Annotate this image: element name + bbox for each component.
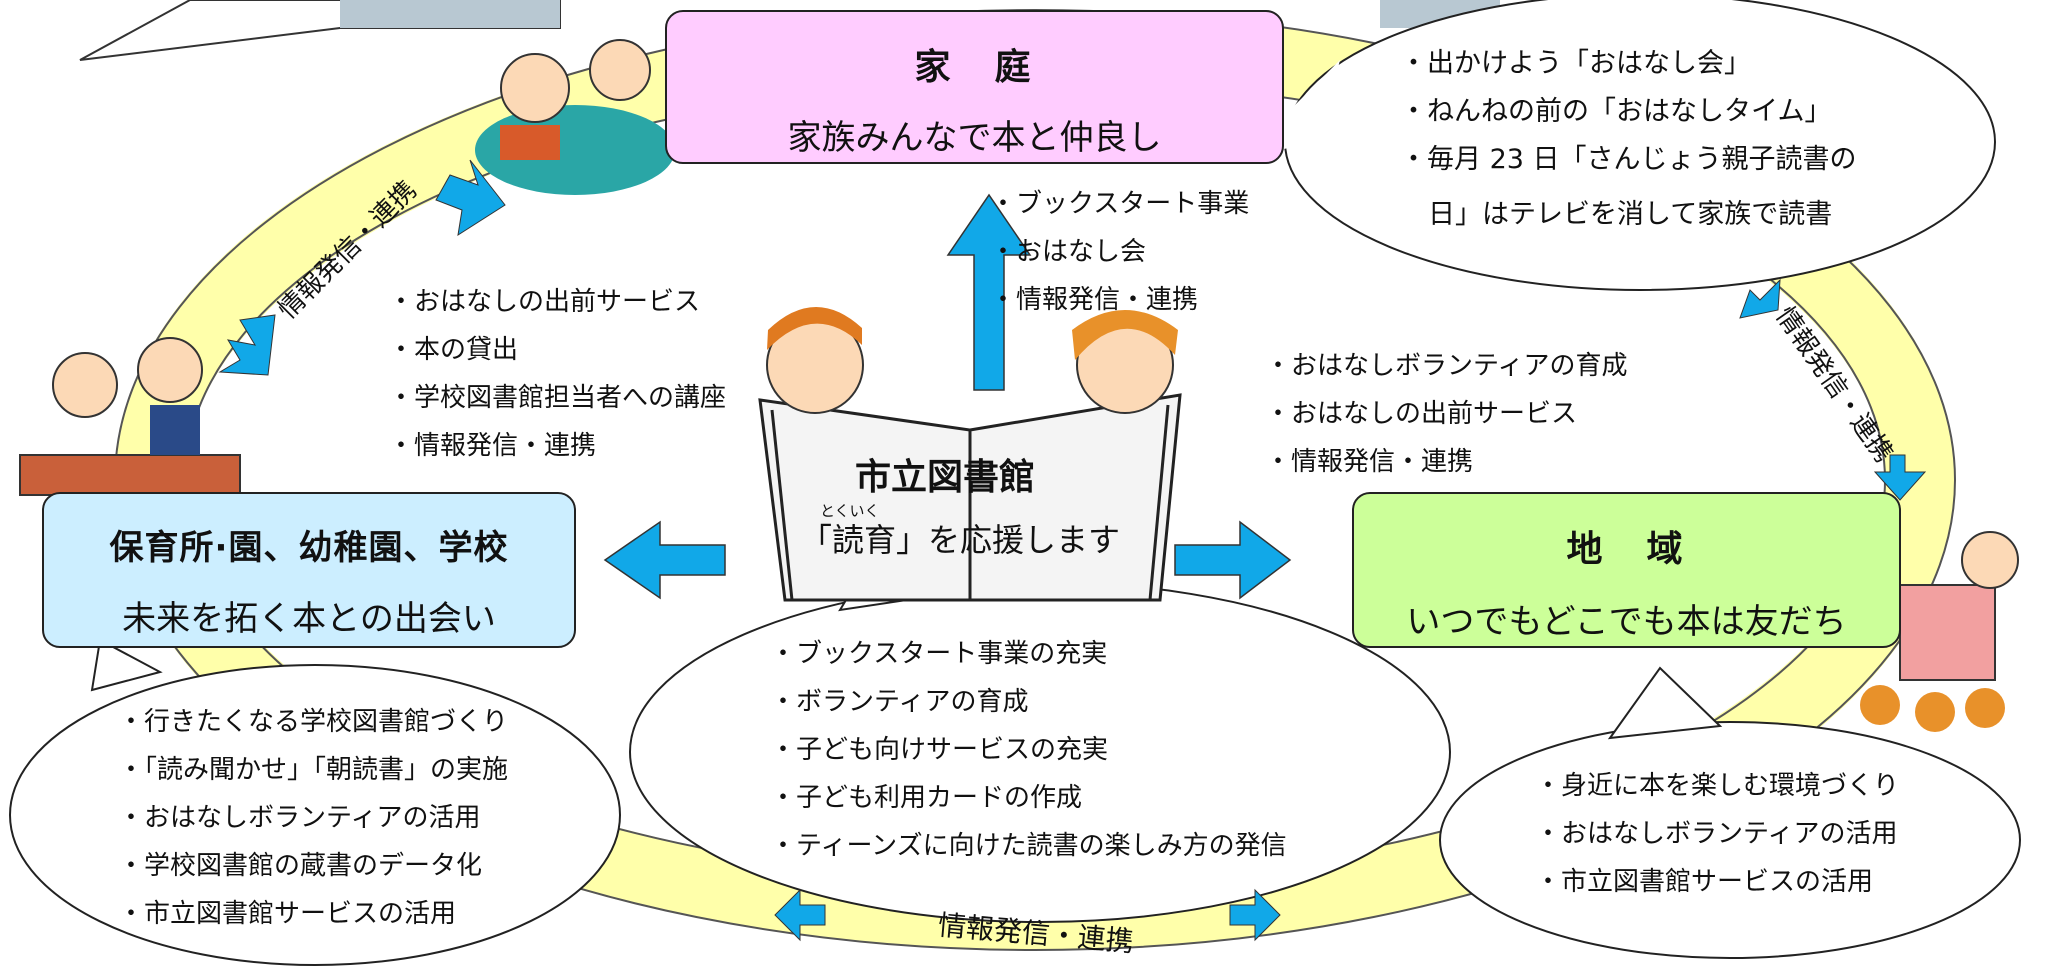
ring-arrow-2 — [218, 314, 276, 376]
list-item: 身近に本を楽しむ環境づくり — [1535, 762, 1899, 810]
arrow-left-to-school — [603, 520, 726, 600]
list-item: おはなし会 — [990, 228, 1249, 276]
community-bubble-list: 身近に本を楽しむ環境づくり おはなしボランティアの活用 市立図書館サービスの活用 — [1535, 762, 1899, 906]
list-item: 情報発信・連携 — [1265, 438, 1627, 486]
list-item: 行きたくなる学校図書館づくり — [118, 698, 508, 746]
community-subtitle: いつでもどこでも本は友だち — [1406, 602, 1847, 642]
family-illustration — [475, 39, 675, 195]
ring-arrow-5 — [774, 888, 826, 942]
list-item: おはなしの出前サービス — [388, 278, 726, 326]
school-title: 保育所·園、幼稚園、学校 — [109, 528, 509, 568]
list-item: ねんねの前の「おはなしタイム」 — [1400, 88, 1857, 136]
list-item: 本の貸出 — [388, 326, 726, 374]
arrow-right-to-community — [1174, 520, 1292, 600]
ring-arrow-3 — [1739, 278, 1781, 319]
classroom-illustration — [19, 337, 241, 496]
ring-arrow-6 — [1229, 888, 1281, 942]
list-item: ブックスタート事業の充実 — [770, 630, 1287, 678]
library-to-home-list: ブックスタート事業 おはなし会 情報発信・連携 — [990, 180, 1249, 324]
list-item: 市立図書館サービスの活用 — [118, 890, 508, 938]
list-item: ブックスタート事業 — [990, 180, 1249, 228]
list-item: 市立図書館サービスの活用 — [1535, 858, 1899, 906]
home-subtitle: 家族みんなで本と仲良し — [787, 118, 1162, 158]
list-item: 出かけよう「おはなし会」 — [1400, 40, 1857, 88]
list-item: 学校図書館の蔵書のデータ化 — [118, 842, 508, 890]
list-item: おはなしボランティアの活用 — [118, 794, 508, 842]
school-bubble-list: 行きたくなる学校図書館づくり 「読み聞かせ」「朝読書」の実施 おはなしボランティ… — [118, 698, 508, 938]
list-item: おはなしの出前サービス — [1265, 390, 1627, 438]
community-title: 地 域 — [1566, 529, 1687, 570]
list-item: 学校図書館担当者への講座 — [388, 374, 726, 422]
ring-arrow-1 — [435, 159, 506, 237]
list-item: ティーンズに向けた読書の楽しみ方の発信 — [770, 822, 1287, 870]
storyteller-illustration — [1860, 531, 2019, 732]
library-ruby: とくいく — [820, 502, 880, 520]
library-name: 市立図書館 — [855, 457, 1036, 498]
list-item: ボランティアの育成 — [770, 678, 1287, 726]
list-item: 情報発信・連携 — [388, 422, 726, 470]
community-box: 地 域 いつでもどこでも本は友だち — [1352, 492, 1901, 648]
ring-arrow-4 — [1873, 454, 1927, 501]
library-slogan: 「読育」を応援します — [800, 521, 1121, 559]
list-item: 子ども向けサービスの充実 — [770, 726, 1287, 774]
list-item: 情報発信・連携 — [990, 276, 1249, 324]
school-box: 保育所·園、幼稚園、学校 未来を拓く本との出会い — [42, 492, 576, 648]
home-bubble-continuation: 日」はテレビを消して家族で読書 — [1428, 199, 1833, 230]
library-to-school-list: おはなしの出前サービス 本の貸出 学校図書館担当者への講座 情報発信・連携 — [388, 278, 726, 470]
school-subtitle: 未来を拓く本との出会い — [122, 599, 496, 639]
list-item: おはなしボランティアの育成 — [1265, 342, 1627, 390]
list-item: おはなしボランティアの活用 — [1535, 810, 1899, 858]
list-item: 毎月 23 日「さんじょう親子読書の — [1400, 136, 1857, 184]
library-book-illustration — [758, 393, 1182, 602]
home-title: 家 庭 — [914, 47, 1035, 88]
list-item: 子ども利用カードの作成 — [770, 774, 1287, 822]
list-item: 「読み聞かせ」「朝読書」の実施 — [118, 746, 508, 794]
home-box: 家 庭 家族みんなで本と仲良し — [665, 10, 1284, 164]
library-bubble-list: ブックスタート事業の充実 ボランティアの育成 子ども向けサービスの充実 子ども利… — [770, 630, 1287, 870]
library-to-community-list: おはなしボランティアの育成 おはなしの出前サービス 情報発信・連携 — [1265, 342, 1627, 486]
home-bubble-list: 出かけよう「おはなし会」 ねんねの前の「おはなしタイム」 毎月 23 日「さんじ… — [1400, 40, 1857, 184]
